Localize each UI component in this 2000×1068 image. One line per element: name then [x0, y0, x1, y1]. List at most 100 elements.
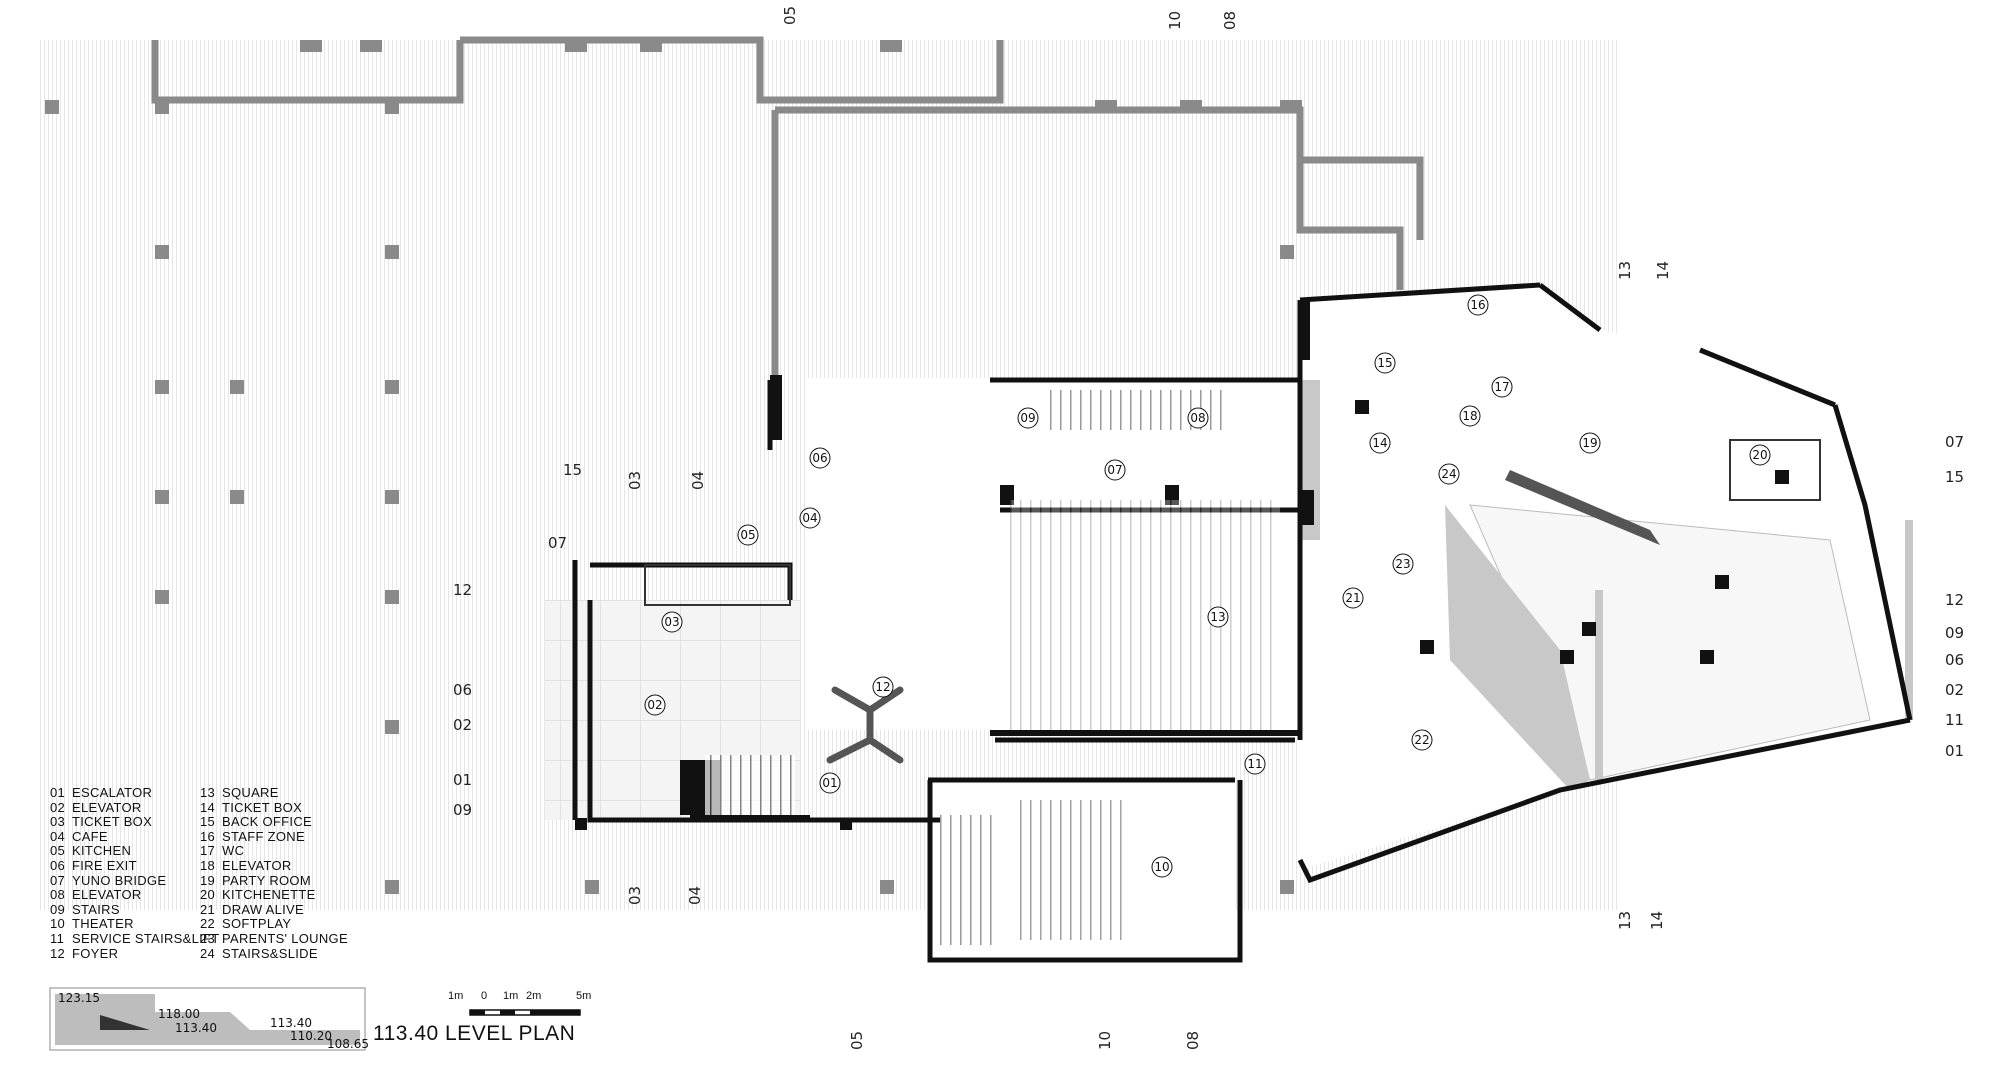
- legend-number: 06: [50, 857, 66, 873]
- legend-item: 18 ELEVATOR: [200, 857, 348, 874]
- legend-number: 12: [50, 945, 66, 961]
- svg-text:06: 06: [453, 681, 472, 699]
- svg-text:08: 08: [1221, 11, 1239, 30]
- legend-label: SOFTPLAY: [222, 916, 292, 932]
- svg-text:12: 12: [1945, 591, 1964, 609]
- svg-text:06: 06: [1945, 651, 1964, 669]
- room-tag-20: 20: [1749, 444, 1771, 466]
- svg-text:14: 14: [1654, 261, 1672, 280]
- legend-item: 12 FOYER: [50, 945, 220, 962]
- svg-text:08: 08: [1184, 1031, 1202, 1050]
- room-tag-15: 15: [1374, 352, 1396, 374]
- svg-text:14: 14: [1648, 911, 1666, 930]
- legend-number: 14: [200, 799, 216, 815]
- legend-label: TICKET BOX: [222, 799, 303, 815]
- svg-text:20: 20: [1752, 448, 1767, 462]
- svg-text:21: 21: [1345, 591, 1360, 605]
- svg-text:17: 17: [1494, 380, 1509, 394]
- room-tag-11: 11: [1244, 753, 1266, 775]
- svg-text:13: 13: [1616, 261, 1634, 280]
- legend-label: TICKET BOX: [72, 814, 153, 830]
- room-tag-14: 14: [1369, 432, 1391, 454]
- svg-text:13: 13: [1210, 610, 1225, 624]
- legend-item: 21 DRAW ALIVE: [200, 901, 348, 918]
- legend-number: 11: [50, 930, 65, 946]
- legend-item: 17 WC: [200, 844, 348, 859]
- legend-label: STAIRS&SLIDE: [222, 945, 318, 961]
- room-tag-21: 21: [1342, 587, 1364, 609]
- existing-columns: [45, 40, 1302, 894]
- legend-item: 11 SERVICE STAIRS&LIFT: [50, 930, 220, 947]
- legend-label: SQUARE: [222, 785, 279, 800]
- svg-text:05: 05: [848, 1031, 866, 1050]
- room-tag-03: 03: [661, 611, 683, 633]
- svg-text:03: 03: [626, 886, 644, 905]
- legend-label: ELEVATOR: [72, 799, 142, 815]
- svg-text:07: 07: [1107, 463, 1122, 477]
- legend-label: WC: [222, 843, 245, 859]
- svg-text:15: 15: [563, 461, 582, 479]
- legend-number: 19: [200, 872, 216, 888]
- room-tag-24: 24: [1438, 463, 1460, 485]
- legend-label: SERVICE STAIRS&LIFT: [72, 930, 220, 946]
- svg-text:118.00: 118.00: [158, 1007, 200, 1021]
- legend-number: 21: [200, 901, 216, 917]
- legend-number: 01: [50, 785, 66, 800]
- room-tag-01: 01: [819, 772, 841, 794]
- legend-number: 09: [50, 901, 66, 917]
- room-tag-09: 09: [1017, 407, 1039, 429]
- svg-text:12: 12: [453, 581, 472, 599]
- svg-text:11: 11: [1247, 757, 1262, 771]
- legend-number: 18: [200, 857, 216, 873]
- room-tag-13: 13: [1207, 606, 1229, 628]
- scale-labels: 1m 0 1m 2m 5m: [448, 990, 598, 1018]
- room-tag-05: 05: [737, 524, 759, 546]
- svg-text:18: 18: [1462, 409, 1477, 423]
- legend-label: BACK OFFICE: [222, 814, 312, 830]
- legend-label: PARENTS' LOUNGE: [222, 930, 348, 946]
- legend-label: CAFE: [72, 828, 108, 844]
- legend-label: YUNO BRIDGE: [72, 872, 167, 888]
- room-tag-23: 23: [1392, 553, 1414, 575]
- room-tag-16: 16: [1467, 294, 1489, 316]
- legend-number: 08: [50, 887, 66, 903]
- svg-text:10: 10: [1096, 1031, 1114, 1050]
- legend-number: 17: [200, 843, 216, 859]
- svg-text:113.40: 113.40: [175, 1021, 217, 1035]
- room-tag-06: 06: [809, 447, 831, 469]
- legend-number: 13: [200, 785, 216, 800]
- legend-label: ELEVATOR: [222, 857, 292, 873]
- svg-text:12: 12: [875, 680, 890, 694]
- svg-text:02: 02: [1945, 681, 1964, 699]
- svg-text:02: 02: [647, 698, 662, 712]
- foyer-bench: [826, 686, 904, 764]
- svg-text:09: 09: [1020, 411, 1035, 425]
- existing-walls: [151, 36, 1424, 380]
- plan-title: 113.40 LEVEL PLAN: [373, 1022, 576, 1045]
- svg-text:05: 05: [740, 528, 755, 542]
- legend-label: DRAW ALIVE: [222, 901, 304, 917]
- room-tag-08: 08: [1187, 407, 1209, 429]
- fixtures: [644, 390, 1821, 945]
- legend-number: 22: [200, 916, 216, 932]
- svg-text:11: 11: [1945, 711, 1964, 729]
- room-tag-02: 02: [644, 694, 666, 716]
- legend-label: FOYER: [72, 945, 119, 961]
- legend-number: 10: [50, 916, 66, 932]
- svg-text:02: 02: [453, 716, 472, 734]
- svg-text:01: 01: [1945, 742, 1964, 760]
- section-diagram: 123.15 118.00 113.40 113.40 110.20 108.6…: [49, 987, 369, 1051]
- room-tag-22: 22: [1411, 729, 1433, 751]
- scale-label: 1m: [448, 990, 464, 1002]
- svg-text:07: 07: [1945, 433, 1964, 451]
